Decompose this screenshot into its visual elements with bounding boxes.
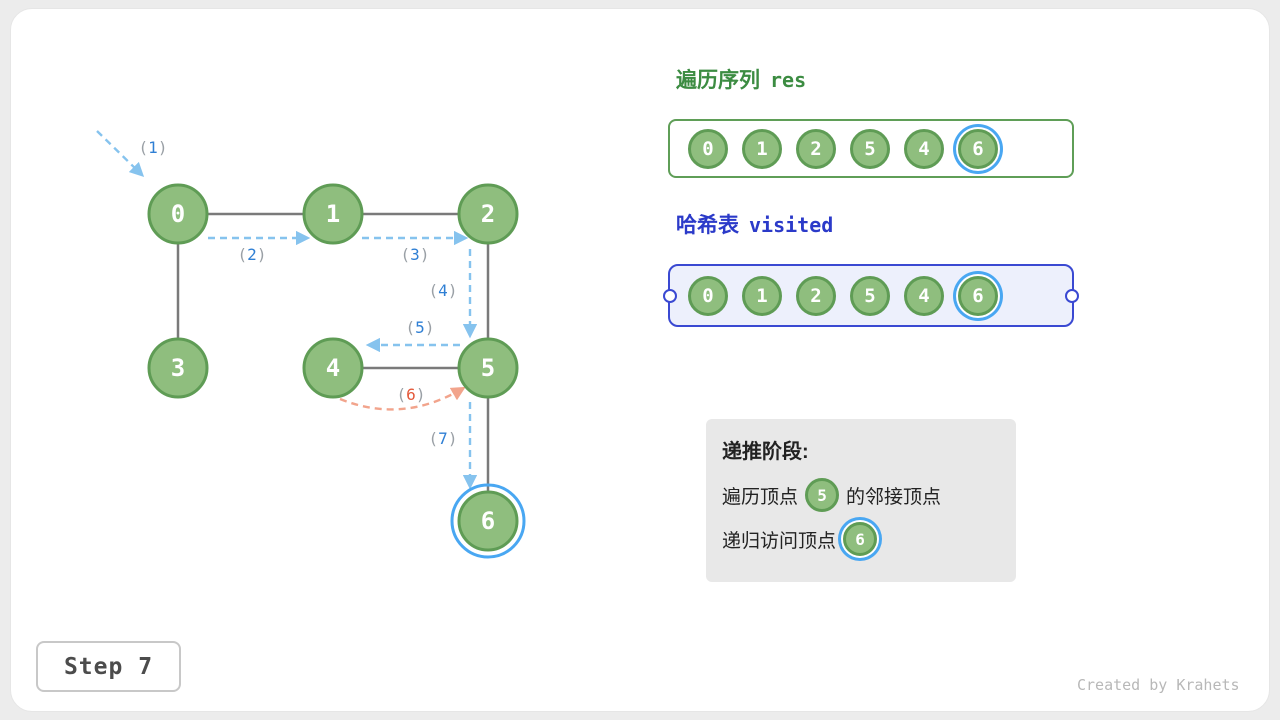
step-order-label-4: (4) <box>429 281 458 300</box>
node-chip-2: 2 <box>796 128 836 169</box>
graph-node-label-5: 5 <box>481 354 495 382</box>
step-order-label-3: (3) <box>401 245 430 264</box>
node-chip-5: 5 <box>850 128 890 169</box>
step-indicator: Step 7 <box>36 641 181 692</box>
step-order-label-1: (1) <box>139 138 168 157</box>
info-line-1: 遍历顶点 5 的邻接顶点 <box>722 478 1000 512</box>
node-chip-1: 1 <box>742 275 782 316</box>
res-title-code: res <box>770 68 807 92</box>
highlight-ring-node-6 <box>450 483 526 559</box>
graph-node-0 <box>147 183 209 245</box>
graph-node-4 <box>302 337 364 399</box>
node-chip-4: 4 <box>904 275 944 316</box>
graph-node-label-2: 2 <box>481 200 495 228</box>
visited-panel-title: 哈希表 visited <box>676 209 833 239</box>
graph-node-1 <box>302 183 364 245</box>
node-chip-4: 4 <box>904 128 944 169</box>
info-node-chip-5: 5 <box>805 478 840 512</box>
traversal-arrow-1 <box>96 130 145 178</box>
graph-node-label-0: 0 <box>171 200 185 228</box>
graph-node-5 <box>457 337 519 399</box>
graph-node-6 <box>457 490 519 552</box>
res-panel-title: 遍历序列 res <box>676 64 806 94</box>
graph-node-label-4: 4 <box>326 354 340 382</box>
node-chip-6: 6 <box>958 128 998 169</box>
node-chip-5: 5 <box>850 275 890 316</box>
info-line1-prefix: 遍历顶点 <box>722 486 799 508</box>
res-title-text: 遍历序列 <box>676 69 760 92</box>
credit-text: Created by Krahets <box>1077 676 1240 694</box>
graph-node-label-6: 6 <box>481 507 495 535</box>
node-chip-0: 0 <box>688 275 728 316</box>
step-order-label-5: (5) <box>406 318 435 337</box>
graph-node-3 <box>147 337 209 399</box>
graph-node-label-1: 1 <box>326 200 340 228</box>
info-line1-suffix: 的邻接顶点 <box>846 486 942 508</box>
node-chip-0: 0 <box>688 128 728 169</box>
info-line-2: 递归访问顶点 6 <box>722 522 1000 556</box>
graph-node-2 <box>457 183 519 245</box>
node-chip-6: 6 <box>958 275 998 316</box>
info-node-chip-6: 6 <box>843 522 878 556</box>
traversal-arrow-6 <box>339 386 466 411</box>
step-order-label-6: (6) <box>397 385 426 404</box>
graph-node-label-3: 3 <box>171 354 185 382</box>
node-chip-1: 1 <box>742 128 782 169</box>
node-chip-2: 2 <box>796 275 836 316</box>
visited-title-text: 哈希表 <box>676 214 739 237</box>
info-line2-prefix: 递归访问顶点 <box>722 530 837 552</box>
phase-info-box: 递推阶段: 遍历顶点 5 的邻接顶点 递归访问顶点 6 <box>706 419 1016 582</box>
visited-title-code: visited <box>749 213 834 237</box>
step-order-label-2: (2) <box>238 245 267 264</box>
step-order-label-7: (7) <box>429 429 458 448</box>
phase-title: 递推阶段: <box>722 441 809 463</box>
